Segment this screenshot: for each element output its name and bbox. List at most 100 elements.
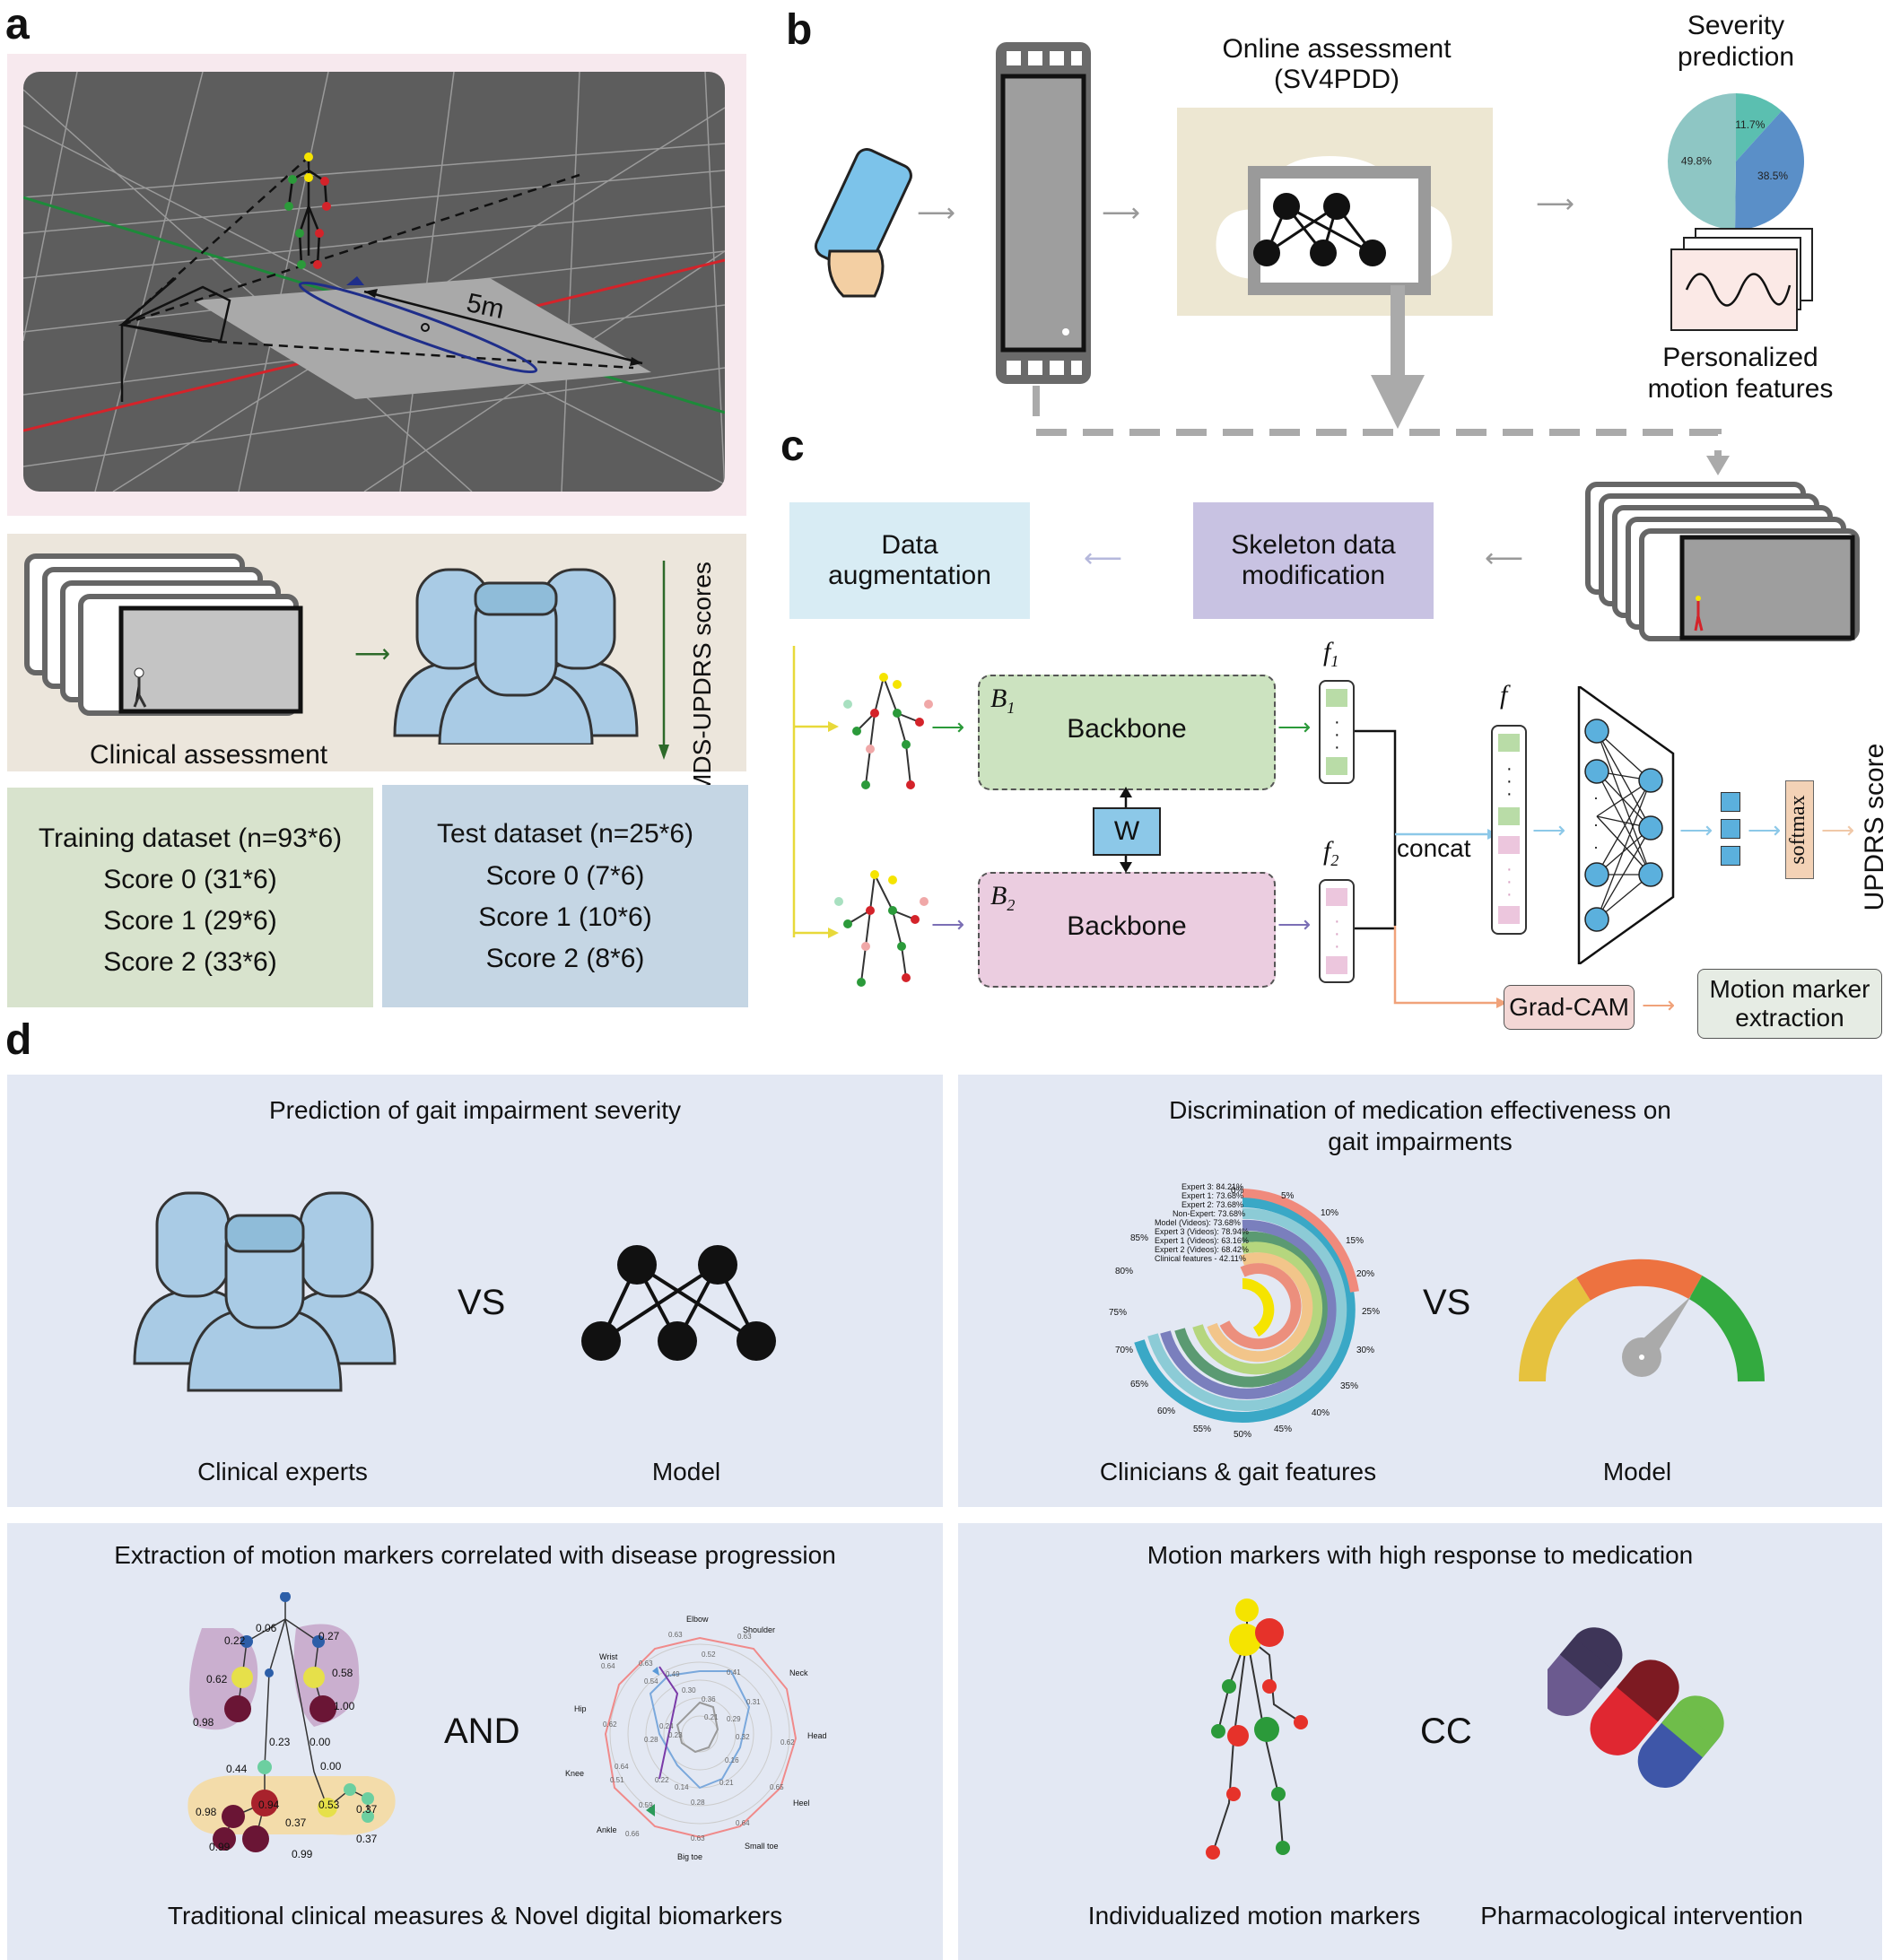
test-score-1: Score 1 (10*6) — [478, 902, 652, 932]
flow-arrow-c5: ⟶ — [1277, 713, 1312, 740]
individual-skeleton-icon — [1206, 1598, 1308, 1860]
distance-arrow — [363, 290, 643, 365]
tree-value: 0.44 — [226, 1763, 248, 1775]
severity-subtitle: prediction — [1677, 42, 1795, 72]
tree-value: 0.94 — [258, 1799, 280, 1811]
tree-value: 0.98 — [196, 1806, 217, 1818]
f1-label: f1 — [1323, 637, 1339, 670]
skeleton-line1: Skeleton data — [1231, 530, 1396, 560]
radar-value: 0.14 — [675, 1783, 689, 1791]
panel-a-3d-scene — [23, 72, 725, 492]
backbone-1-text: Backbone — [1067, 714, 1187, 744]
clinical-assessment-label: Clinical assessment — [90, 740, 328, 770]
motion-marker-line1: Motion marker — [1709, 975, 1870, 1003]
video-stack-icon — [24, 553, 303, 716]
test-score-2: Score 2 (8*6) — [485, 944, 645, 973]
radar-label-shoulder: Shoulder — [743, 1625, 776, 1634]
motion-marker-line2: extraction — [1735, 1004, 1844, 1032]
data-augmentation-box: Data augmentation — [789, 502, 1030, 619]
output-node-1 — [1721, 819, 1740, 839]
radar-chart — [604, 1636, 798, 1839]
flow-arrow-c4: ⟶ — [931, 910, 965, 937]
tree-value: 0.23 — [269, 1736, 291, 1748]
radar-value: 0.63 — [639, 1659, 653, 1668]
pie-slice — [1735, 110, 1804, 230]
svg-text:·: · — [1593, 788, 1599, 806]
f2-label: f2 — [1323, 836, 1339, 869]
radial-tick-75: 75% — [1109, 1308, 1128, 1318]
q2-title-line1: Discrimination of medication effectivene… — [1169, 1096, 1671, 1124]
feature-vector-2: ··· — [1319, 879, 1355, 983]
training-score-2: Score 2 (33*6) — [103, 947, 277, 977]
radar-label-head: Head — [807, 1731, 827, 1740]
radar-label-ankle: Ankle — [597, 1825, 617, 1834]
radar-value: 0.29 — [727, 1715, 741, 1723]
radial-tick-20: 20% — [1356, 1269, 1375, 1279]
pills-icon — [1548, 1627, 1724, 1788]
flow-arrow-c9: ⟶ — [1748, 816, 1782, 843]
panel-d-q2 — [958, 1075, 1882, 1507]
radial-tick-80: 80% — [1115, 1267, 1134, 1276]
radar-value: 0.52 — [702, 1651, 716, 1659]
q4-right-caption: Pharmacological intervention — [1480, 1902, 1803, 1930]
radar-label-big-toe: Big toe — [677, 1852, 703, 1861]
tree-value: 0.58 — [332, 1667, 353, 1679]
test-score-0: Score 0 (7*6) — [485, 861, 645, 891]
tree-value: 0.99 — [209, 1841, 231, 1853]
severity-pie-chart: 11.7%38.5%49.8% — [1667, 93, 1804, 230]
pie-slice-label: 38.5% — [1757, 170, 1788, 182]
panel-d-q4 — [958, 1523, 1882, 1960]
ground-grid — [23, 72, 725, 492]
radial-legend-item: Expert 1 (Videos): 63.16% — [1155, 1236, 1249, 1245]
svg-text:·: · — [1593, 815, 1599, 833]
flow-arrow-a1: ⟶ — [354, 640, 391, 667]
radar-value: 0.36 — [702, 1695, 716, 1703]
feature-vector-1: ··· — [1319, 680, 1355, 784]
classifier-network: ··· — [1577, 686, 1675, 964]
radar-value: 0.28 — [691, 1799, 705, 1807]
correlation-tree — [187, 1592, 396, 1852]
radial-tick-35: 35% — [1340, 1381, 1359, 1391]
q2-title-line2: gait impairments — [1328, 1128, 1513, 1155]
flow-arrow-c1: ⟵ — [1084, 544, 1123, 573]
softmax-box: softmax — [1785, 780, 1814, 879]
flow-arrow-c8: ⟶ — [1679, 816, 1713, 843]
concat-feature-vector: ··· ··· — [1491, 725, 1527, 935]
q3-bottom-caption: Traditional clinical measures & Novel di… — [167, 1902, 783, 1930]
clinical-experts-icon-d — [133, 1191, 397, 1392]
pie-slice-label: 11.7% — [1735, 118, 1765, 131]
radar-value: 0.16 — [725, 1756, 739, 1764]
smartphone-hand-icon — [814, 148, 912, 298]
video-stack-icon-c — [1585, 482, 1860, 641]
pie-slice — [1736, 93, 1782, 161]
radial-legend-item: Expert 1: 73.68% — [1181, 1191, 1244, 1200]
training-dataset-box — [7, 788, 373, 1007]
radial-tick-55: 55% — [1193, 1424, 1212, 1434]
radar-value: 0.65 — [770, 1783, 784, 1791]
f-label: f — [1500, 680, 1508, 710]
pie-slice — [1667, 93, 1736, 230]
tree-value: 0.00 — [320, 1760, 342, 1773]
backbone-1-box: B1 Backbone — [978, 675, 1276, 790]
cloud-panel — [1177, 108, 1493, 316]
q4-title: Motion markers with high response to med… — [1147, 1541, 1694, 1569]
radial-legend-item: Non-Expert: 73.68% — [1173, 1209, 1246, 1218]
personalized-subtitle: motion features — [1647, 374, 1834, 404]
radar-value: 0.63 — [737, 1633, 752, 1641]
q1-left-caption: Clinical experts — [197, 1458, 368, 1485]
radial-tick-45: 45% — [1274, 1424, 1293, 1434]
output-node-2 — [1721, 846, 1740, 866]
dashed-connector — [1033, 386, 1730, 475]
tree-value: 0.37 — [285, 1816, 307, 1829]
view-lines — [121, 156, 634, 370]
radial-tick-0: 0% — [1231, 1186, 1244, 1196]
shared-weight-box: W — [1093, 807, 1161, 856]
panel-label-c: c — [780, 422, 805, 470]
flow-arrow-b1: ⟶ — [917, 198, 956, 228]
radar-value: 0.64 — [615, 1763, 629, 1771]
tree-value: 0.27 — [318, 1630, 340, 1642]
flow-arrow-c11: ⟶ — [1642, 991, 1676, 1018]
radar-value: 0.64 — [736, 1819, 750, 1827]
radar-value: 0.51 — [610, 1776, 624, 1784]
b1-label: B1 — [990, 684, 1016, 717]
